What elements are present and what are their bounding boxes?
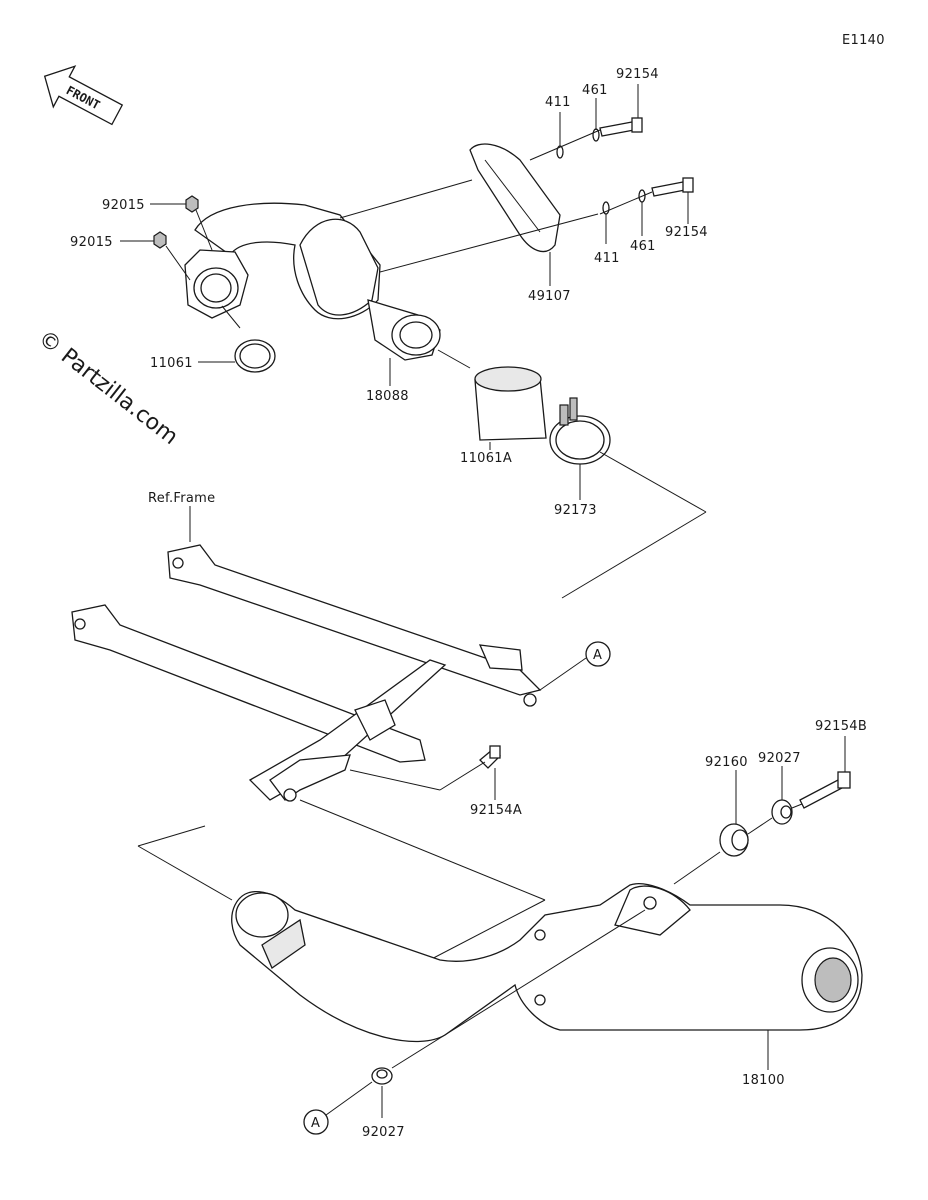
label-92154a: 92154A: [470, 803, 522, 818]
label-461-top: 461: [582, 83, 608, 98]
label-411-top: 411: [545, 95, 571, 110]
label-92027-bottom: 92027: [362, 1125, 405, 1140]
label-11061a: 11061A: [460, 451, 512, 466]
label-11061: 11061: [150, 356, 193, 371]
exhaust-flange: [184, 249, 249, 319]
label-92154-top: 92154: [616, 67, 659, 82]
label-49107: 49107: [528, 289, 571, 304]
label-18100: 18100: [742, 1073, 785, 1088]
collar-92027-top[interactable]: [771, 799, 793, 825]
label-92154-mid: 92154: [665, 225, 708, 240]
svg-text:A: A: [593, 648, 602, 663]
screw-92154-top[interactable]: [599, 117, 643, 137]
callout-a-upper: A: [585, 641, 611, 667]
bolt-92154b[interactable]: [799, 771, 851, 809]
front-arrow-icon: FRONT: [43, 65, 124, 126]
label-92154b: 92154B: [815, 719, 867, 734]
label-18088: 18088: [366, 389, 409, 404]
muffler-18100[interactable]: [231, 883, 863, 1043]
svg-text:A: A: [311, 1116, 320, 1131]
frame-rails: [71, 544, 542, 802]
label-92173: 92173: [554, 503, 597, 518]
nut-92015-a[interactable]: [185, 195, 199, 213]
label-92015-a: 92015: [102, 198, 145, 213]
label-92160: 92160: [705, 755, 748, 770]
heat-guard-49107[interactable]: [469, 143, 561, 253]
gasket-11061[interactable]: [234, 339, 276, 373]
bolt-92154a[interactable]: [479, 745, 501, 769]
header-pipe-18088[interactable]: [194, 202, 441, 361]
collar-92027-bottom[interactable]: [371, 1067, 393, 1085]
partzilla-watermark: © Partzilla.com: [33, 326, 182, 450]
clamp-92173[interactable]: [549, 397, 611, 465]
label-92015-b: 92015: [70, 235, 113, 250]
label-92027-top: 92027: [758, 751, 801, 766]
diagram-code: E1140: [842, 33, 885, 48]
callout-a-lower: A: [303, 1109, 329, 1135]
label-461-mid: 461: [630, 239, 656, 254]
grommet-92160[interactable]: [719, 823, 749, 857]
ref-frame-label: Ref.Frame: [148, 491, 215, 506]
label-411-mid: 411: [594, 251, 620, 266]
gasket-sleeve-11061a[interactable]: [474, 366, 547, 441]
nut-92015-b[interactable]: [153, 231, 167, 249]
screw-92154-mid[interactable]: [651, 177, 694, 197]
